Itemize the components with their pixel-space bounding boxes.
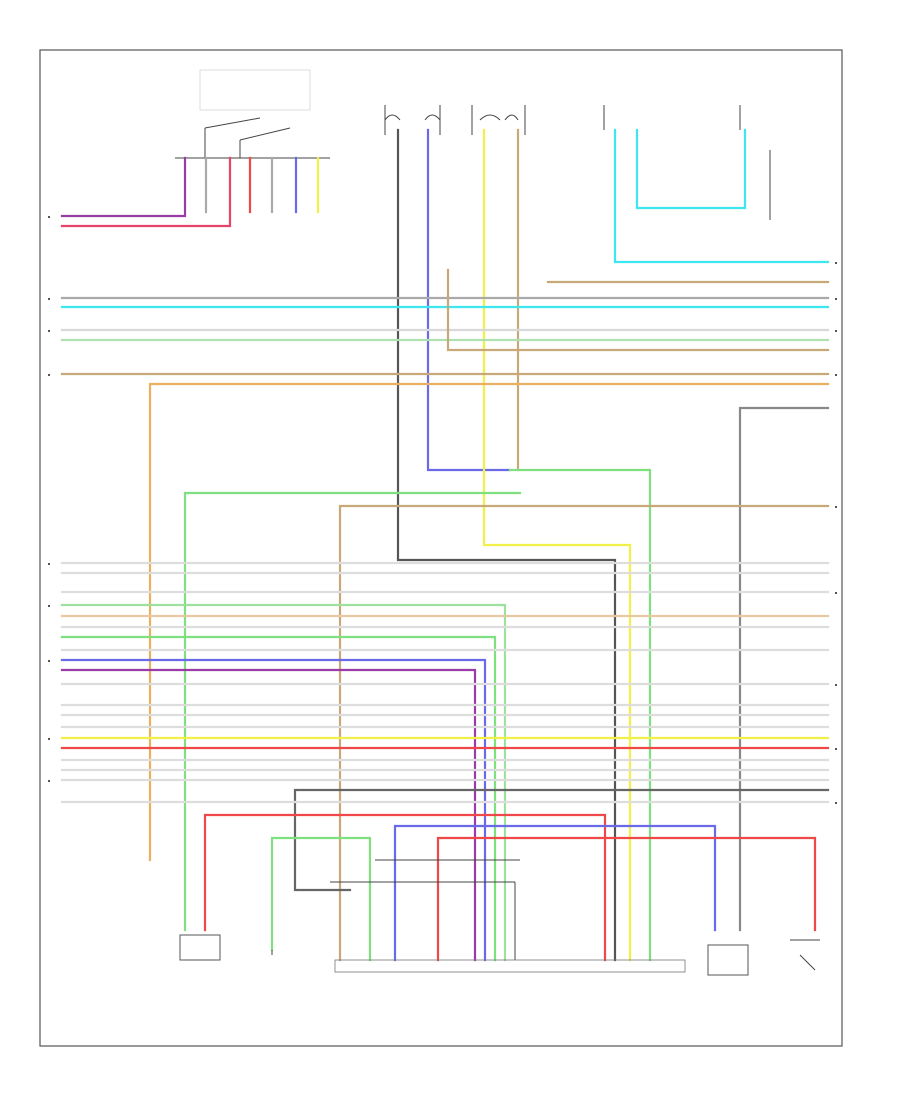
right-horn	[471, 105, 526, 135]
throttle-position-sensor	[179, 934, 221, 961]
left-pin-column	[48, 216, 50, 782]
evap-canister-purge-valve	[790, 939, 820, 971]
connector-pin-column	[835, 262, 837, 804]
brake-light-relay	[739, 105, 771, 220]
engine-control-module	[330, 859, 686, 973]
left-horn	[384, 105, 441, 135]
diagram-frame	[39, 49, 843, 1047]
vehicle-speed-sensor	[707, 944, 749, 976]
ac-pressure-switch	[175, 69, 330, 159]
